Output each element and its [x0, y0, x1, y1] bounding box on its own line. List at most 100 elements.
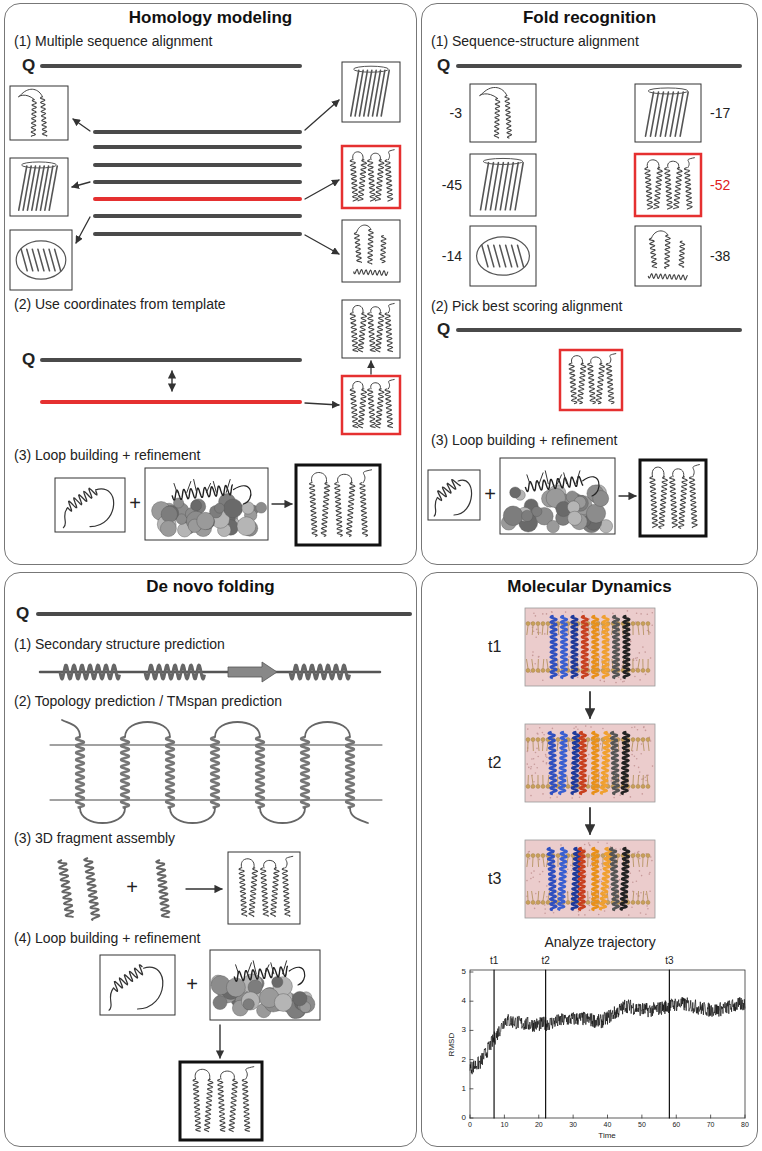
water [643, 727, 645, 729]
query-label: Q [22, 56, 35, 76]
loop [610, 354, 616, 364]
thumbnail-frame [640, 460, 706, 536]
lipid-head [636, 784, 640, 788]
water [634, 755, 636, 757]
surface-atom [224, 499, 243, 518]
axis-tick: 0 [462, 1113, 466, 1122]
surface-atom [160, 521, 176, 537]
water [641, 743, 643, 745]
helix [218, 1079, 226, 1131]
side-chain [253, 961, 256, 974]
lipid-tail [538, 858, 540, 867]
helix [596, 363, 604, 403]
sequence-line [95, 145, 300, 149]
helix [622, 732, 629, 794]
lipid-tail [542, 775, 543, 784]
lipid-tail [633, 775, 634, 784]
lipid-head [641, 622, 645, 626]
step-label: (1) Sequence-structure alignment [431, 33, 639, 49]
water [642, 646, 644, 648]
water [645, 730, 647, 732]
loop [63, 508, 67, 528]
lipid-tail [587, 891, 588, 900]
helix [685, 168, 693, 210]
lipid-tail [527, 858, 528, 867]
water [535, 893, 537, 895]
water [628, 914, 630, 916]
loop [454, 480, 472, 515]
water [571, 870, 573, 872]
lipid-tail [543, 659, 545, 668]
water [584, 878, 586, 880]
arrow [619, 495, 636, 496]
water [599, 879, 601, 881]
double-arrow [171, 371, 172, 391]
helix [606, 363, 614, 404]
simulation-box [525, 840, 655, 918]
water [590, 726, 592, 728]
helix [670, 477, 678, 528]
water [630, 796, 632, 798]
water [604, 910, 606, 912]
helix [375, 313, 384, 352]
lipid-tail [527, 626, 528, 635]
water [634, 676, 636, 678]
water [589, 844, 591, 846]
helix [558, 848, 566, 910]
lipid-tail [538, 742, 539, 751]
side-chain [283, 961, 287, 974]
thumbnail-frame [470, 226, 536, 286]
water [639, 679, 641, 681]
lipid-head [631, 668, 635, 672]
score-number: -45 [442, 177, 462, 193]
surface-atom [256, 502, 267, 513]
lipid-head [641, 668, 645, 672]
water [644, 651, 646, 653]
time-label: t3 [665, 955, 673, 967]
lipid-head [526, 784, 530, 788]
loop [289, 967, 305, 985]
water [530, 768, 532, 770]
helix [350, 313, 358, 352]
water [578, 914, 580, 916]
loop [571, 356, 582, 364]
lipid-head [541, 622, 545, 626]
helix [385, 160, 393, 202]
helix [665, 235, 671, 269]
lipid-head [526, 668, 530, 672]
lipid-tail [533, 742, 534, 751]
water [601, 881, 603, 883]
lipid-tail [643, 891, 645, 900]
helix [350, 389, 358, 428]
beta-strand [377, 70, 385, 116]
helix [354, 232, 361, 263]
helix [654, 168, 662, 210]
water [619, 795, 621, 797]
helix [301, 737, 309, 808]
axis-tick: 50 [638, 1121, 646, 1129]
water [601, 755, 603, 757]
helix [603, 616, 609, 678]
lipid-head [541, 900, 545, 904]
lipid-tail [532, 858, 533, 867]
loop [479, 87, 506, 98]
water [636, 893, 638, 895]
thumbnail-frame [180, 1062, 262, 1140]
water [585, 725, 587, 727]
water [537, 733, 539, 735]
lipid-head [526, 738, 530, 742]
score-number: -14 [442, 248, 462, 264]
tick [676, 1115, 677, 1118]
helix [76, 737, 84, 808]
water [587, 758, 589, 760]
water [588, 754, 590, 756]
thumbnail-frame [342, 220, 400, 282]
helix [649, 238, 657, 268]
helix [358, 313, 367, 352]
score-number: -52 [710, 177, 730, 193]
lipid-head [636, 622, 640, 626]
lipid-tail [632, 742, 633, 751]
water [638, 767, 640, 769]
helix [358, 160, 366, 202]
